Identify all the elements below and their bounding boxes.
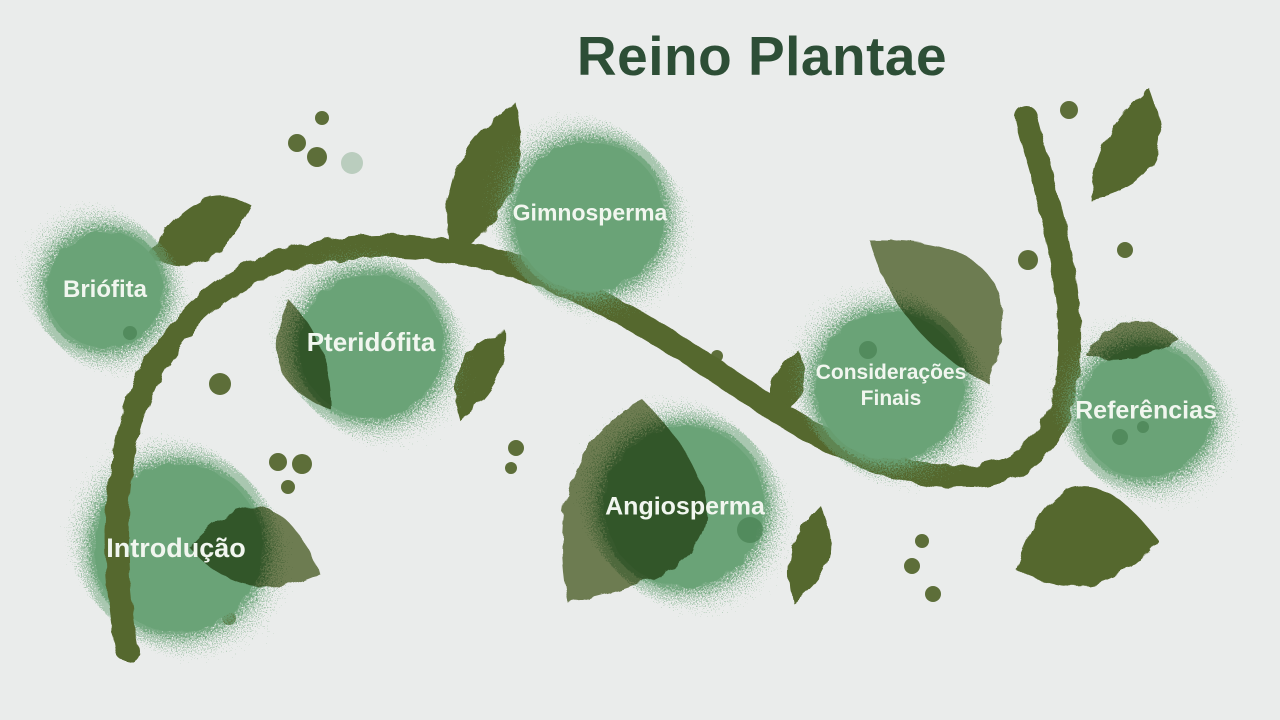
leaf xyxy=(1016,486,1158,587)
leaf xyxy=(146,196,252,266)
presentation-title: Reino Plantae xyxy=(576,25,948,87)
leaf xyxy=(1090,89,1160,200)
topic-bubble-circle-briofita[interactable] xyxy=(33,218,177,362)
leaf xyxy=(190,507,320,588)
leaf xyxy=(789,505,831,603)
topic-bubble-circle-referencias[interactable] xyxy=(1065,332,1225,492)
leaf xyxy=(276,300,332,410)
topic-bubble-referencias[interactable]: Referências xyxy=(1075,396,1217,425)
leaf xyxy=(1086,320,1180,359)
leaf xyxy=(562,400,707,603)
bubble-flecks xyxy=(123,152,1149,543)
leaf xyxy=(869,239,1003,384)
leaves-under xyxy=(146,89,1160,603)
topic-bubble-introducao[interactable]: Introdução xyxy=(106,533,246,564)
topic-bubble-briofita[interactable]: Briófita xyxy=(63,276,147,303)
topic-bubble-angiosperma[interactable]: Angiosperma xyxy=(605,492,765,521)
topic-bubble-circle-gimnosperma[interactable] xyxy=(500,128,678,306)
topic-bubble-gimnosperma[interactable]: Gimnosperma xyxy=(512,199,668,226)
leaf xyxy=(454,331,507,420)
topic-bubble-pteridofita[interactable]: Pteridófita xyxy=(306,326,436,357)
topic-bubble-consideracoes-finais[interactable]: Considerações Finais xyxy=(815,360,967,410)
vine-stem xyxy=(105,105,1082,662)
leaf xyxy=(447,103,521,256)
leaves-over xyxy=(190,239,1180,603)
